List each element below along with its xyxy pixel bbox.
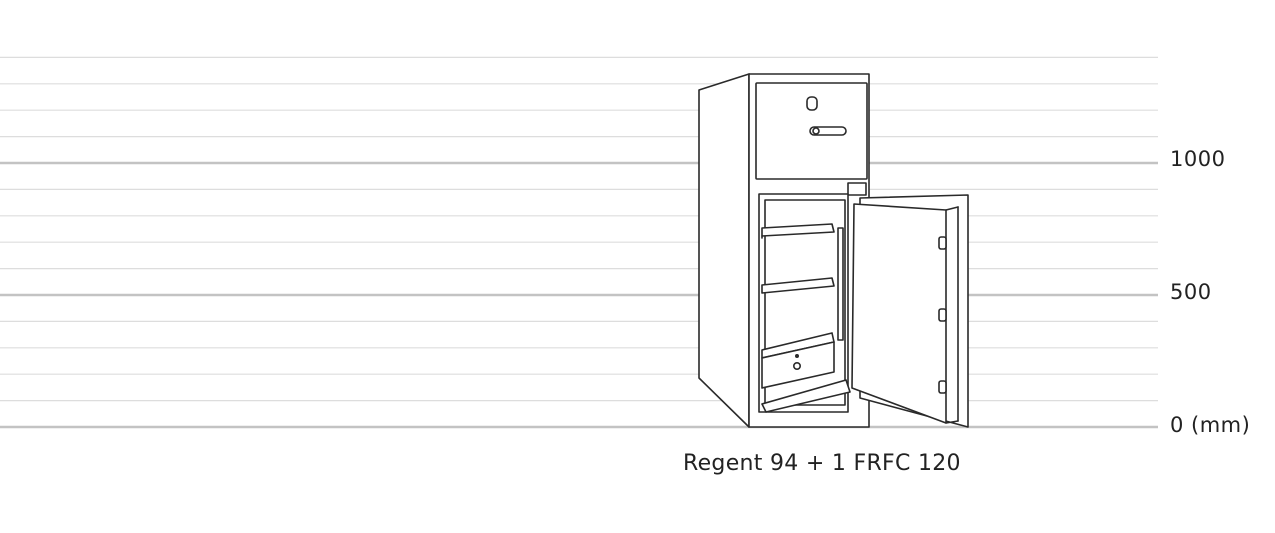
hinge-block (847, 182, 867, 196)
scale-label-500: 500 (1170, 280, 1212, 304)
drawer-lock-icon (792, 361, 801, 370)
scale-label-0: 0 (mm) (1170, 413, 1251, 437)
lock-dial-icon (812, 127, 820, 135)
product-caption: Regent 94 + 1 FRFC 120 (683, 451, 961, 476)
shelf-middle (761, 277, 835, 294)
shelf-top (761, 223, 835, 237)
door-bolt-icon (938, 380, 947, 394)
door-bolt-icon (938, 308, 947, 322)
safe-illustration (698, 73, 969, 428)
inner-rail (837, 227, 844, 341)
cavity-floor (761, 379, 851, 413)
keyhole-icon (806, 96, 818, 111)
drawer-front (761, 341, 835, 389)
scale-label-1000: 1000 (1170, 147, 1226, 171)
lower-cavity-inner (764, 199, 846, 406)
door-bolt-icon (938, 236, 947, 250)
safe-door-open (851, 203, 947, 424)
safe-side-panel (698, 73, 750, 428)
